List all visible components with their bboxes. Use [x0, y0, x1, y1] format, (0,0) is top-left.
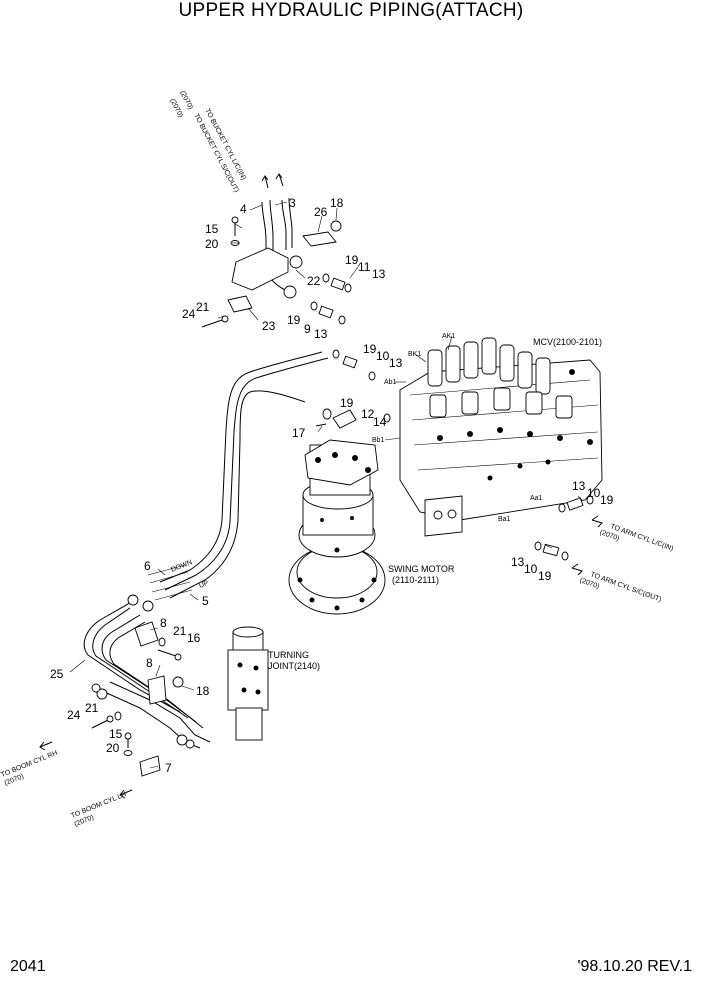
port-label: Aa1: [530, 495, 543, 502]
revision-label: '98.10.20 REV.1: [577, 958, 692, 975]
callout-25: 25: [50, 667, 64, 681]
callouts: 4 3 26 18 15 20 19 11 13 22 24 21 23 19 …: [50, 196, 614, 775]
boom-lh-label: TO BOOM CYL LH: [70, 791, 127, 820]
callout-19: 19: [345, 253, 359, 267]
page-title: UPPER HYDRAULIC PIPING(ATTACH): [178, 0, 524, 21]
port-label: AK1: [442, 333, 455, 340]
turning-joint-code: JOINT(2140): [268, 661, 320, 671]
boom-rh-arrow-icon: [39, 741, 53, 751]
callout-26: 26: [314, 205, 328, 219]
callout-7: 7: [165, 761, 172, 775]
bucket-arrow-icon: [261, 175, 269, 189]
arm-out-arrow-icon: [571, 563, 583, 576]
port-label: BK1: [408, 351, 421, 358]
callout-21: 21: [173, 624, 187, 638]
swing-motor: [288, 439, 386, 615]
callout-12: 12: [361, 407, 375, 421]
callout-14: 14: [373, 415, 387, 429]
hose-mark-down: DOWN: [170, 559, 193, 574]
callout-16: 16: [187, 631, 201, 645]
callout-22: 22: [307, 274, 321, 288]
hose-group: [83, 197, 329, 749]
callout-15: 15: [109, 727, 123, 741]
swing-motor-label: SWING MOTOR: [388, 564, 455, 574]
arrow-icons: [39, 173, 603, 799]
callout-8: 8: [160, 616, 167, 630]
bucket-in-code: (2070): [168, 98, 184, 119]
callout-8: 8: [146, 656, 153, 670]
hose-mark-up: UP: [198, 580, 210, 590]
callout-4: 4: [240, 202, 247, 216]
boom-rh-label: TO BOOM CYL RH: [0, 750, 59, 779]
bucket-arrow-icon: [275, 173, 284, 187]
port-label: Bb1: [372, 437, 385, 444]
swing-motor-code: (2110-2111): [392, 575, 439, 585]
port-label: Ab1: [384, 379, 397, 386]
turning-joint-label: TURNING: [268, 650, 309, 660]
callout-3: 3: [289, 196, 296, 210]
callout-10: 10: [524, 562, 538, 576]
callout-23: 23: [262, 319, 276, 333]
callout-13: 13: [389, 356, 403, 370]
callout-13: 13: [572, 479, 586, 493]
callout-13: 13: [372, 267, 386, 281]
callout-18: 18: [196, 684, 210, 698]
callout-20: 20: [106, 741, 120, 755]
callout-19: 19: [340, 396, 354, 410]
boom-lh-arrow-icon: [119, 789, 133, 799]
page-number: 2041: [10, 958, 46, 975]
callout-10: 10: [587, 486, 601, 500]
callout-19: 19: [538, 569, 552, 583]
callout-17: 17: [292, 426, 306, 440]
callout-19: 19: [600, 493, 614, 507]
port-label: Ba1: [498, 516, 511, 523]
turning-joint: [227, 626, 269, 741]
callout-5: 5: [202, 594, 209, 608]
callout-11: 11: [358, 260, 371, 274]
callout-19: 19: [363, 342, 377, 356]
callout-21: 21: [196, 300, 210, 314]
leader-lines: [69, 201, 583, 769]
callout-24: 24: [182, 307, 196, 321]
callout-9: 9: [304, 322, 311, 336]
callout-6: 6: [144, 559, 151, 573]
callout-15: 15: [205, 222, 219, 236]
callout-13: 13: [511, 555, 525, 569]
callout-19: 19: [287, 313, 301, 327]
mcv-label: MCV(2100-2101): [533, 337, 602, 347]
callout-18: 18: [330, 196, 344, 210]
callout-21: 21: [85, 701, 99, 715]
callout-20: 20: [205, 237, 219, 251]
arm-out-label: TO ARM CYL S/C(OUT): [589, 571, 662, 603]
callout-10: 10: [376, 349, 390, 363]
callout-13: 13: [314, 327, 328, 341]
callout-24: 24: [67, 708, 81, 722]
mcv-body: [399, 337, 603, 537]
arm-in-arrow-icon: [591, 515, 603, 528]
